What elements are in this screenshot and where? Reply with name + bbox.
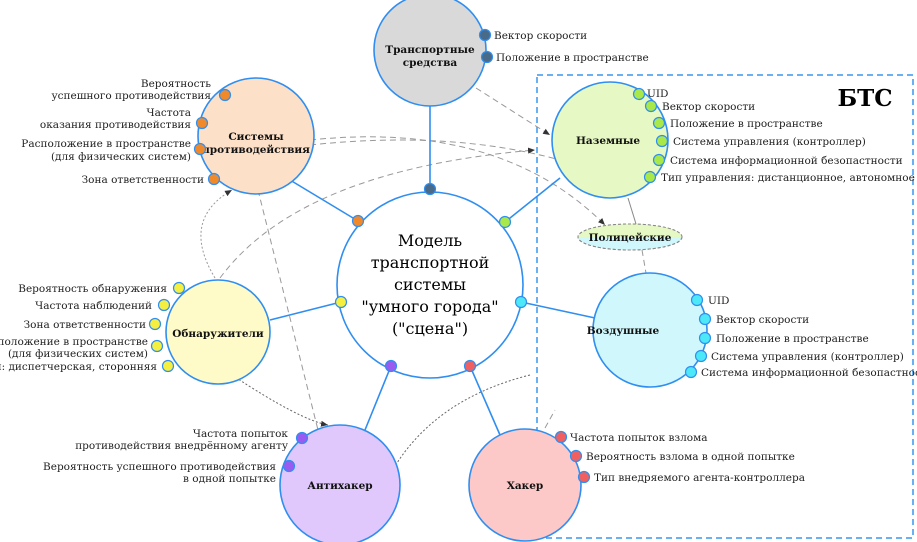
hacker-attr: Тип внедряемого агента-контроллера: [594, 472, 805, 484]
police-node[interactable]: Полицейские: [577, 223, 683, 251]
center-model-node[interactable]: Модель транспортной системы "умного горо…: [336, 191, 524, 379]
transport-title: средства: [403, 57, 458, 69]
police-title: Полицейские: [589, 232, 672, 244]
center-line: Модель: [398, 231, 463, 250]
center-line: транспортной: [371, 253, 490, 272]
air-attr: Положение в пространстве: [716, 333, 869, 345]
ground-attr: Тип управления: дистанционное, автономно…: [661, 172, 915, 184]
antihacker-attr: противодействия внедрённому агенту: [75, 440, 289, 452]
center-line: "умного города": [361, 297, 498, 316]
detectors-attr: Зона ответственности: [24, 319, 146, 331]
transport-node[interactable]: Транспортные средства Вектор скорости По…: [373, 0, 649, 107]
bts-title: БТС: [837, 85, 892, 112]
center-ports: [334, 182, 528, 373]
transport-attr: Вектор скорости: [494, 30, 587, 42]
detectors-attr: Вероятность обнаружения: [18, 283, 167, 295]
detectors-node[interactable]: Обнаружители Вероятность обнаружения Час…: [0, 279, 271, 385]
ground-attr: UID: [647, 88, 668, 100]
relation-arrows: [200, 87, 647, 479]
detectors-attr: Тип: диспетчерская, сторонняя: [0, 361, 157, 373]
detectors-title: Обнаружители: [172, 328, 264, 340]
hacker-attr: Частота попыток взлома: [570, 432, 708, 444]
counter-title: противодействия: [202, 144, 310, 156]
hacker-node[interactable]: Хакер Частота попыток взлома Вероятность…: [468, 428, 805, 542]
counter-attr: Расположение в пространстве: [21, 138, 191, 150]
antihacker-attr: Вероятность успешного противодействия: [43, 461, 276, 473]
ground-attr: Система информационной безопастности: [670, 155, 903, 167]
air-title: Воздушные: [587, 325, 660, 337]
transport-title: Транспортные: [385, 44, 475, 56]
antihacker-node[interactable]: Антихакер Частота попыток противодействи…: [43, 424, 401, 542]
antihacker-title: Антихакер: [307, 480, 372, 492]
counter-attr: (для физических систем): [51, 151, 191, 163]
hacker-title: Хакер: [507, 480, 544, 492]
ground-vehicles-node[interactable]: Наземные UID Вектор скорости Положение в…: [551, 81, 915, 199]
air-attr: Вектор скорости: [716, 314, 809, 326]
counter-attr: Зона ответственности: [82, 174, 204, 186]
transport-attr: Положение в пространстве: [496, 52, 649, 64]
detectors-attr: Расположение в пространстве: [0, 336, 148, 348]
counter-title: Системы: [228, 131, 284, 143]
ground-attr: Система управления (контроллер): [673, 136, 866, 148]
center-line: ("сцена"): [392, 319, 468, 338]
air-attr: UID: [708, 295, 729, 307]
detectors-attr: (для физических систем): [8, 348, 148, 360]
detectors-attr: Частота наблюдений: [35, 300, 152, 312]
hacker-attr: Вероятность взлома в одной попытке: [586, 451, 795, 463]
antihacker-attr: Частота попыток: [193, 428, 289, 440]
antihacker-attr: в одной попытке: [183, 473, 276, 485]
ground-title: Наземные: [576, 135, 640, 147]
ground-attr: Положение в пространстве: [670, 118, 823, 130]
air-vehicles-node[interactable]: Воздушные UID Вектор скорости Положение …: [587, 272, 917, 388]
air-attr: Система информационной безопастности: [701, 367, 917, 379]
center-line: системы: [394, 275, 466, 294]
counter-attr: оказания противодействия: [40, 119, 191, 131]
counter-systems-node[interactable]: Системы противодействия Вероятность успе…: [21, 77, 315, 195]
counter-attr: успешного противодействия: [52, 90, 212, 102]
counter-attr: Вероятность: [141, 78, 211, 90]
air-attr: Система управления (контроллер): [711, 351, 904, 363]
ground-attr: Вектор скорости: [662, 101, 755, 113]
links: [269, 105, 596, 436]
counter-attr: Частота: [147, 107, 191, 119]
